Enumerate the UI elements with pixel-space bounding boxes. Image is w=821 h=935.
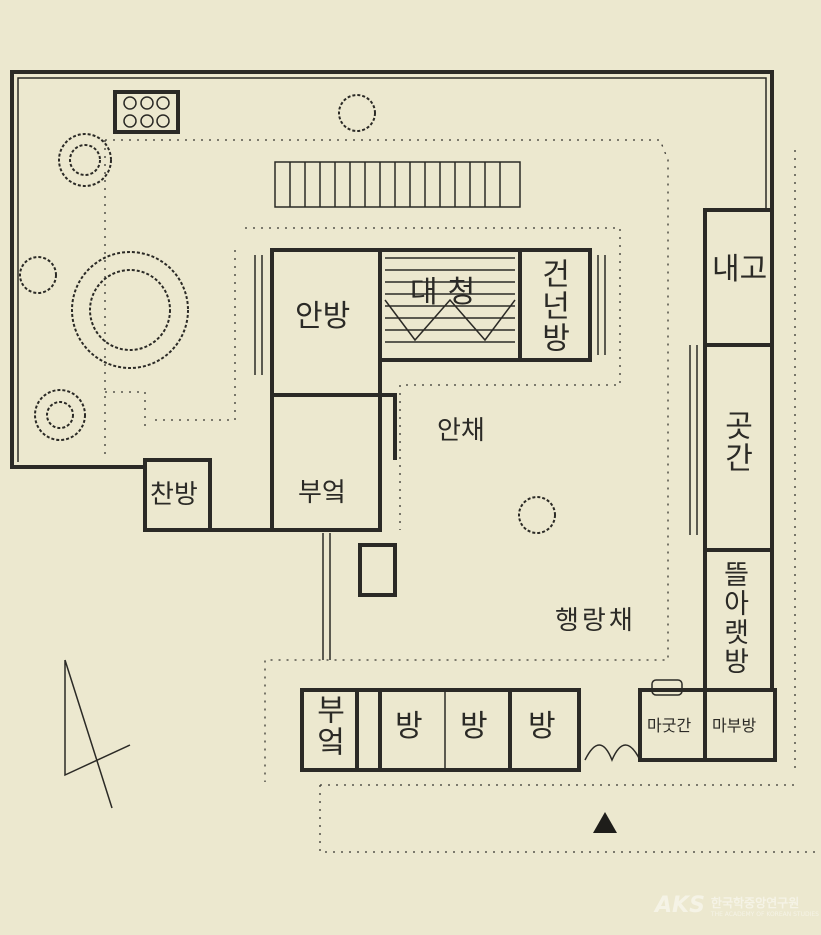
outer-wall xyxy=(10,70,774,469)
tree xyxy=(518,496,556,534)
tree xyxy=(19,256,57,294)
label-daecheong: 대청 xyxy=(410,275,486,310)
label-anbang: 안방 xyxy=(295,299,351,334)
watermark-logo: AKS 한국학중앙연구원 THE ACADEMY OF KOREAN STUDI… xyxy=(655,893,819,918)
trees xyxy=(19,94,556,534)
org-english-name: THE ACADEMY OF KOREAN STUDIES xyxy=(710,910,819,918)
tree xyxy=(338,94,376,132)
label-haengnangchae: 행랑채 xyxy=(555,606,636,636)
entrance-marker xyxy=(593,812,617,833)
label-geonneonbang: 건넌방 xyxy=(535,258,570,354)
tree-large xyxy=(71,251,189,369)
platform-stripes xyxy=(274,161,521,208)
anchae-building xyxy=(210,248,606,532)
tree xyxy=(34,389,86,441)
label-anchae: 안채 xyxy=(437,416,485,446)
label-magutgan: 마굿간 xyxy=(647,716,692,735)
label-bueok-haengnang: 부엌 xyxy=(310,694,345,758)
tree xyxy=(58,133,112,187)
east-wing xyxy=(689,208,774,692)
jar-platform xyxy=(113,90,180,134)
label-chanbang: 찬방 xyxy=(150,480,198,510)
label-bang-3: 방 xyxy=(528,709,556,744)
well xyxy=(358,543,397,597)
label-bang-1: 방 xyxy=(395,709,423,744)
passage xyxy=(322,533,331,660)
label-bang-2: 방 xyxy=(460,709,488,744)
org-korean-name: 한국학중앙연구원 xyxy=(710,895,800,910)
label-mabubang: 마부방 xyxy=(712,716,757,735)
aks-logo-mark: AKS xyxy=(655,893,705,918)
north-arrow xyxy=(64,659,131,809)
label-bueok-main: 부엌 xyxy=(298,478,346,508)
chanbang-room xyxy=(143,458,212,532)
label-tteularaetbang: 뜰아랫방 xyxy=(718,560,749,676)
label-naego: 내고 xyxy=(712,252,768,287)
haengnang-building xyxy=(300,679,777,772)
label-gotgan: 곳간 xyxy=(718,410,753,474)
fence-lines xyxy=(104,139,815,853)
